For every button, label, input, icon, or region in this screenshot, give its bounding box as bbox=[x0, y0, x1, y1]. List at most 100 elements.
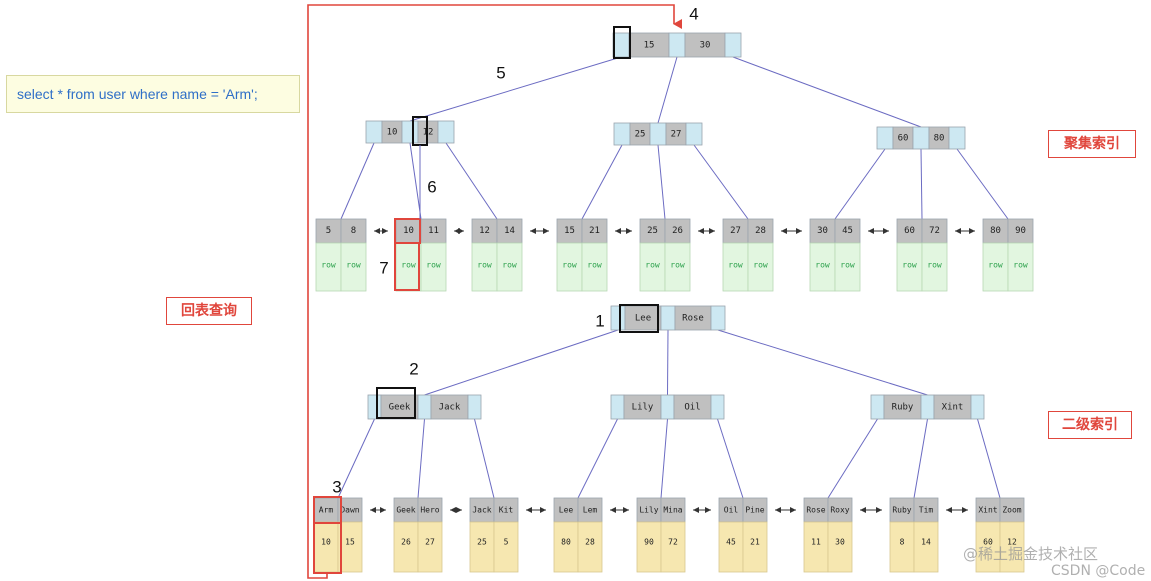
secondary-leaf-key-cell bbox=[577, 497, 603, 523]
secondary-internal-key-label: Oil bbox=[684, 403, 700, 413]
secondary-internal-key-cell bbox=[623, 394, 662, 420]
clustered-internal-edge bbox=[409, 142, 422, 220]
csdn-watermark: CSDN @Code bbox=[1051, 563, 1146, 579]
secondary-internal-pointer-cell bbox=[970, 394, 985, 420]
sql-query-box: select * from user where name = 'Arm'; bbox=[6, 75, 300, 113]
secondary-leaf-key-label: Tim bbox=[919, 506, 934, 515]
clustered-leaf-row-cell bbox=[420, 242, 447, 292]
clustered-leaf-row-label: row bbox=[840, 261, 855, 270]
secondary-leaf-key-label: Jack bbox=[472, 506, 491, 515]
secondary-leaf-key-cell bbox=[493, 497, 519, 523]
secondary-internal-pointer-cell bbox=[660, 394, 675, 420]
secondary-leaf-id-cell bbox=[913, 521, 939, 573]
clustered-leaf-key-cell bbox=[982, 218, 1009, 244]
clustered-leaf-row-label: row bbox=[401, 261, 416, 270]
secondary-leaf-id-label: 25 bbox=[477, 538, 487, 547]
clustered-root-edge bbox=[409, 56, 622, 122]
clustered-root-key-label: 15 bbox=[644, 41, 655, 51]
clustered-internal-edge bbox=[920, 148, 923, 220]
clustered-leaf-row-cell bbox=[496, 242, 523, 292]
clustered-leaf-row-label: row bbox=[927, 261, 942, 270]
clustered-leaf-key-label: 30 bbox=[817, 226, 828, 236]
clustered-root-pointer-cell bbox=[668, 32, 686, 58]
secondary-leaf-key-label: Arm bbox=[319, 506, 334, 515]
secondary-leaf-id-label: 11 bbox=[811, 538, 821, 547]
secondary-leaf-id-cell bbox=[313, 521, 339, 573]
clustered-leaf-row-label: row bbox=[645, 261, 660, 270]
step-1-highlight bbox=[619, 304, 659, 333]
secondary-leaf-id-cell bbox=[577, 521, 603, 573]
secondary-leaf-id-cell bbox=[660, 521, 686, 573]
secondary-root-pointer-cell bbox=[710, 305, 726, 331]
secondary-internal-pointer-cell bbox=[920, 394, 935, 420]
clustered-leaf-key-label: 60 bbox=[904, 226, 915, 236]
clustered-leaf-key-label: 80 bbox=[990, 226, 1001, 236]
secondary-leaf-key-cell bbox=[913, 497, 939, 523]
secondary-root-key-label: Lee bbox=[635, 314, 651, 324]
clustered-leaf-key-label: 10 bbox=[403, 226, 414, 236]
secondary-internal-pointer-cell bbox=[610, 394, 625, 420]
secondary-internal-key-cell bbox=[883, 394, 922, 420]
clustered-internal-edge bbox=[445, 142, 498, 220]
secondary-leaf-key-label: Zoom bbox=[1002, 506, 1021, 515]
clustered-leaf-key-cell bbox=[340, 218, 367, 244]
clustered-leaf-key-cell bbox=[722, 218, 749, 244]
secondary-leaf-id-cell bbox=[636, 521, 662, 573]
secondary-leaf-id-cell bbox=[553, 521, 579, 573]
clustered-leaf-row-label: row bbox=[815, 261, 830, 270]
clustered-leaf-row-cell bbox=[722, 242, 749, 292]
clustered-leaf-row-label: row bbox=[728, 261, 743, 270]
secondary-leaf-id-cell bbox=[975, 521, 1001, 573]
secondary-leaf-key-cell bbox=[553, 497, 579, 523]
clustered-leaf-row-cell bbox=[581, 242, 608, 292]
secondary-leaf-id-label: 8 bbox=[900, 538, 905, 547]
juejin-watermark: @稀土掘金技术社区 bbox=[963, 545, 1099, 563]
secondary-leaf-key-cell bbox=[469, 497, 495, 523]
clustered-internal-key-label: 80 bbox=[934, 134, 945, 144]
secondary-internal-key-label: Lily bbox=[632, 403, 654, 413]
clustered-leaf-key-label: 90 bbox=[1015, 226, 1026, 236]
secondary-leaf-id-label: 30 bbox=[835, 538, 845, 547]
clustered-leaf-row-cell bbox=[896, 242, 923, 292]
clustered-index-label: 聚集索引 bbox=[1048, 130, 1136, 158]
secondary-internal-edge bbox=[660, 418, 668, 499]
clustered-internal-key-label: 27 bbox=[671, 130, 682, 140]
clustered-leaf-key-cell bbox=[395, 218, 422, 244]
clustered-leaf-key-label: 25 bbox=[647, 226, 658, 236]
secondary-leaf-key-cell bbox=[999, 497, 1025, 523]
clustered-root-pointer-cell bbox=[612, 32, 630, 58]
clustered-internal-key-label: 10 bbox=[387, 128, 398, 138]
step-number-6: 6 bbox=[427, 178, 436, 197]
secondary-leaf-key-label: Rose bbox=[806, 506, 825, 515]
clustered-leaf-key-cell bbox=[834, 218, 861, 244]
clustered-leaf-row-label: row bbox=[562, 261, 577, 270]
clustered-root-edge bbox=[657, 56, 678, 124]
step-number-7: 7 bbox=[379, 259, 388, 278]
back-to-table-path bbox=[307, 4, 682, 579]
secondary-internal-key-cell bbox=[673, 394, 712, 420]
secondary-leaf-id-cell bbox=[889, 521, 915, 573]
secondary-leaf-id-cell bbox=[493, 521, 519, 573]
secondary-root-pointer-cell bbox=[660, 305, 676, 331]
secondary-leaf-key-cell bbox=[636, 497, 662, 523]
clustered-leaf-row-cell bbox=[747, 242, 774, 292]
secondary-leaf-id-label: 90 bbox=[644, 538, 654, 547]
secondary-leaf-id-cell bbox=[393, 521, 419, 573]
secondary-leaf-key-label: Lem bbox=[583, 506, 598, 515]
clustered-leaf-key-label: 5 bbox=[326, 226, 331, 236]
secondary-leaf-id-label: 5 bbox=[504, 538, 509, 547]
clustered-leaf-row-cell bbox=[834, 242, 861, 292]
clustered-internal-edge bbox=[956, 148, 1009, 220]
back-to-table-label: 回表查询 bbox=[166, 297, 252, 325]
secondary-leaf-key-label: Oil bbox=[724, 506, 739, 515]
secondary-leaf-key-cell bbox=[803, 497, 829, 523]
secondary-leaf-key-cell bbox=[417, 497, 443, 523]
clustered-leaf-row-label: row bbox=[502, 261, 517, 270]
secondary-leaf-id-cell bbox=[718, 521, 744, 573]
secondary-leaf-key-label: Roxy bbox=[830, 506, 849, 515]
secondary-leaf-id-label: 72 bbox=[668, 538, 678, 547]
clustered-leaf-key-label: 11 bbox=[428, 226, 439, 236]
clustered-internal-edge bbox=[581, 144, 623, 220]
secondary-internal-pointer-cell bbox=[367, 394, 382, 420]
secondary-internal-edge bbox=[577, 418, 618, 499]
